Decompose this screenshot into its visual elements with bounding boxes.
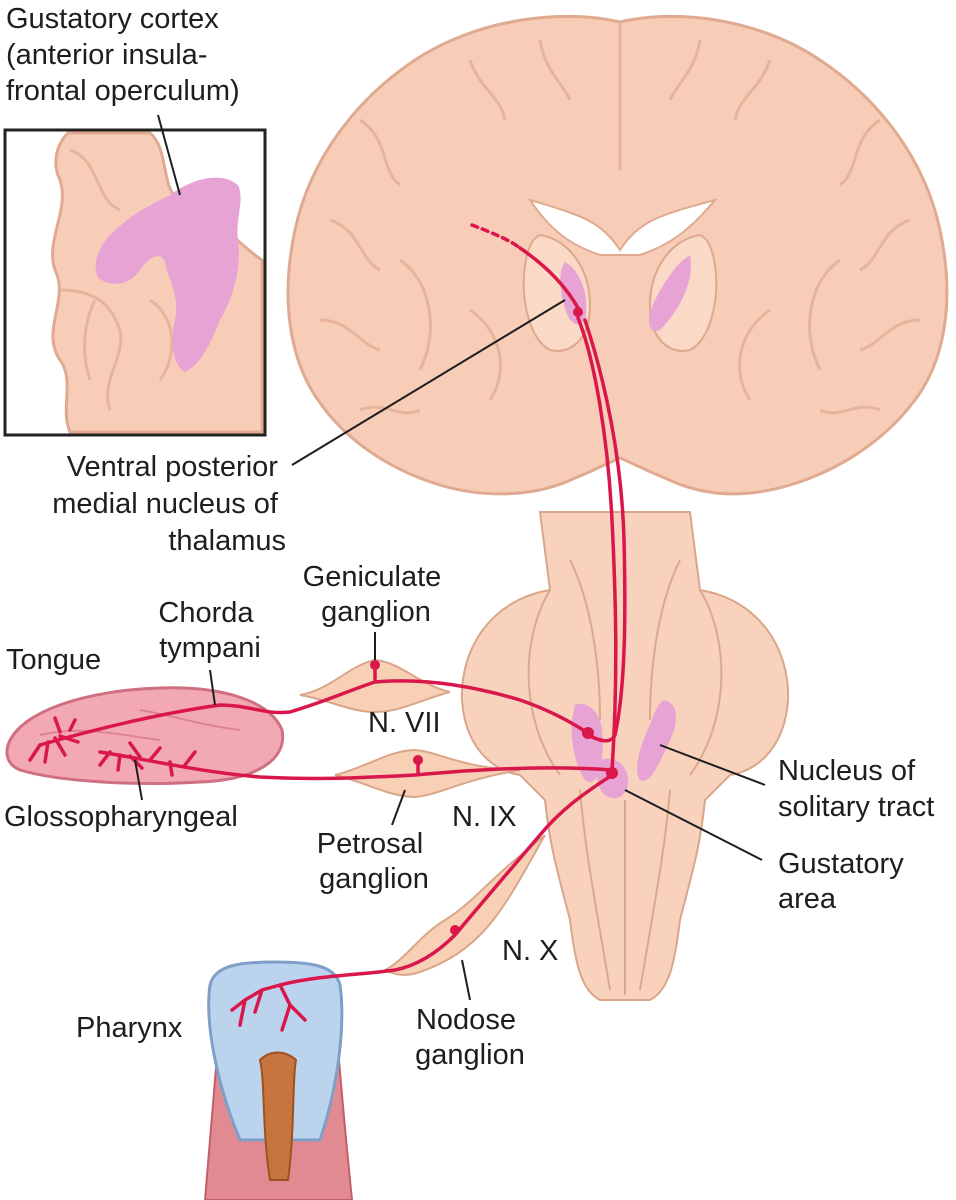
leader-petrosal [391,789,406,826]
label-nucleus-solitary-tract: Nucleus of solitary tract [778,755,934,823]
leader-nodose [461,959,471,1001]
thalamic-projection [470,223,522,250]
label-nodose-ganglion: Nodose ganglion [415,1004,525,1071]
label-vpm-line1: Ventral posterior [67,451,279,483]
label-nodose-line2: ganglion [415,1039,525,1071]
cortical-gyri [319,22,921,415]
pharynx-branches [230,983,307,1032]
label-vpm-line2: medial nucleus of [52,488,279,520]
brainstem-outline [460,511,790,1001]
label-n-vii: N. VII [368,707,441,739]
label-geniculate-line2: ganglion [321,596,431,628]
label-nucleus-line2: solitary tract [778,791,934,823]
label-gustatory-area-line1: Gustatory [778,848,904,880]
leader-glossopharyngeal [134,759,143,801]
brainstem [460,511,790,1001]
label-tongue: Tongue [6,644,101,676]
label-glossopharyngeal: Glossopharyngeal [4,801,238,833]
label-pharynx: Pharynx [76,1012,183,1044]
leader-nucleus-solitary [659,744,766,786]
solitary-synapse-vii [582,727,594,739]
epiglottis [258,1051,298,1181]
nodose-ganglion [382,834,546,976]
glossopharyngeal-fiber [98,750,614,781]
leader-lines [134,114,766,1001]
vpm-synapse [573,307,583,317]
pharynx [203,960,354,1200]
solitary-synapse-ix-x [606,767,618,779]
label-nodose-line1: Nodose [416,1004,516,1036]
label-gustatory-cortex-line1: Gustatory cortex [6,3,219,35]
nucleus-solitary-tract-right [637,700,676,781]
cortex-inset [3,128,267,437]
label-petrosal-ganglion: Petrosal ganglion [317,828,431,895]
taste-fibers [28,223,627,1032]
right-vpm-nucleus [648,255,691,331]
label-petrosal-line1: Petrosal [317,828,423,860]
thalamic-projection-solid [518,246,580,310]
coronal-brain-section [286,14,949,496]
label-n-ix: N. IX [452,801,516,833]
label-gustatory-cortex: Gustatory cortex (anterior insula- front… [6,3,240,107]
ascending-tract-1 [576,316,618,772]
label-nucleus-line1: Nucleus of [778,755,916,787]
brainstem-contours [527,559,723,995]
tongue [5,686,285,785]
label-gustatory-cortex-line3: frontal operculum) [6,75,240,107]
label-chorda-line1: Chorda [158,597,254,629]
lateral-ventricles [527,198,718,256]
inset-gustatory-region [95,177,241,372]
leader-gustatory-cortex [157,114,181,196]
label-chorda-tympani: Chorda tympani [158,597,261,664]
inset-sulci [59,148,174,411]
tongue-branches-anterior [28,716,80,764]
nucleus-solitary-tract-left [571,703,603,782]
label-geniculate-line1: Geniculate [303,561,442,593]
label-vpm-thalamus: Ventral posterior medial nucleus of thal… [52,451,286,557]
leader-gustatory-area [624,789,763,861]
label-vpm-line3: thalamus [168,525,286,557]
geniculate-ganglion [299,658,451,714]
label-geniculate-ganglion: Geniculate ganglion [303,561,450,628]
label-gustatory-area: Gustatory area [778,848,912,915]
label-petrosal-line2: ganglion [319,863,429,895]
leader-chorda-tympani [209,669,216,706]
label-chorda-line2: tympani [159,632,261,664]
deep-structures [399,258,841,401]
label-n-x: N. X [502,935,558,967]
label-gustatory-area-line2: area [778,883,837,915]
tongue-body [5,686,285,785]
label-gustatory-cortex-line2: (anterior insula- [6,39,207,71]
tongue-surface [39,709,241,741]
leader-vpm [291,299,566,466]
nodose-cell-body [450,925,460,935]
ascending-tract-2 [583,318,627,743]
chorda-tympani-fiber [38,679,590,747]
